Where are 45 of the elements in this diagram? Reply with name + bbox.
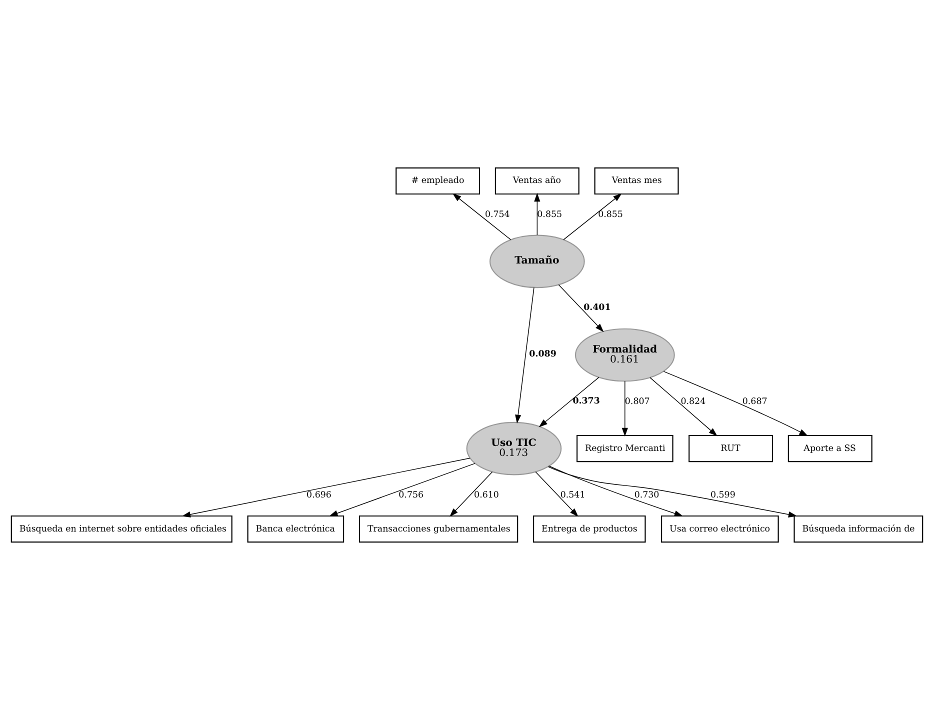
node-box: Ventas mes [594,166,679,194]
arrow [622,380,628,436]
arrow [535,471,578,516]
edge-label: 0.855 [537,209,562,220]
edge-label: 0.730 [634,490,660,500]
arrow [329,462,476,516]
edge-label: 0.754 [484,209,510,220]
node-box: Búsqueda información de [794,514,924,542]
arrow [563,192,622,240]
arrow [663,370,808,436]
arrow [534,192,540,235]
node-box: Registro Mercanti [576,434,674,462]
edge-label: 0.756 [398,490,424,500]
arrow [515,286,534,423]
node-box: Transacciones gubernamentales [358,514,518,542]
arrow [450,471,493,516]
arrow [182,457,470,517]
node-box: Banca electrónica [247,514,344,542]
arrow [548,465,684,516]
node-box: Entrega de productos [533,514,646,542]
node-ellipse: Formalidad 0.161 [574,328,675,382]
node-ellipse: Tamaño [489,234,585,288]
node-box: Usa correo electrónico [660,514,779,542]
arrow [548,466,798,517]
edge-label: 0.401 [584,302,611,312]
edge-label: 0.599 [710,490,736,500]
edge-label: 0.610 [474,490,499,500]
edge-label: 0.541 [560,490,586,500]
node-box: RUT [688,434,774,462]
edge-label: 0.855 [598,209,623,220]
arrow [558,284,604,332]
node-box: Ventas año [494,166,580,194]
node-box: Aporte a SS [788,434,872,462]
edge-label: 0.824 [680,396,706,407]
edge-label: 0.807 [624,396,650,407]
node-box: # empleado [396,166,480,194]
edge-label: 0.373 [572,396,600,406]
node-box: Búsqueda en internet sobre entidades oficiales [10,514,232,542]
arrow [452,192,512,240]
arrow [538,376,600,427]
edge-label: 0.089 [529,349,556,360]
node-ellipse: Uso TIC 0.173 [466,421,562,475]
arrow [650,376,718,436]
edge-label: 0.687 [742,396,768,407]
edge-label: 0.696 [306,490,332,500]
